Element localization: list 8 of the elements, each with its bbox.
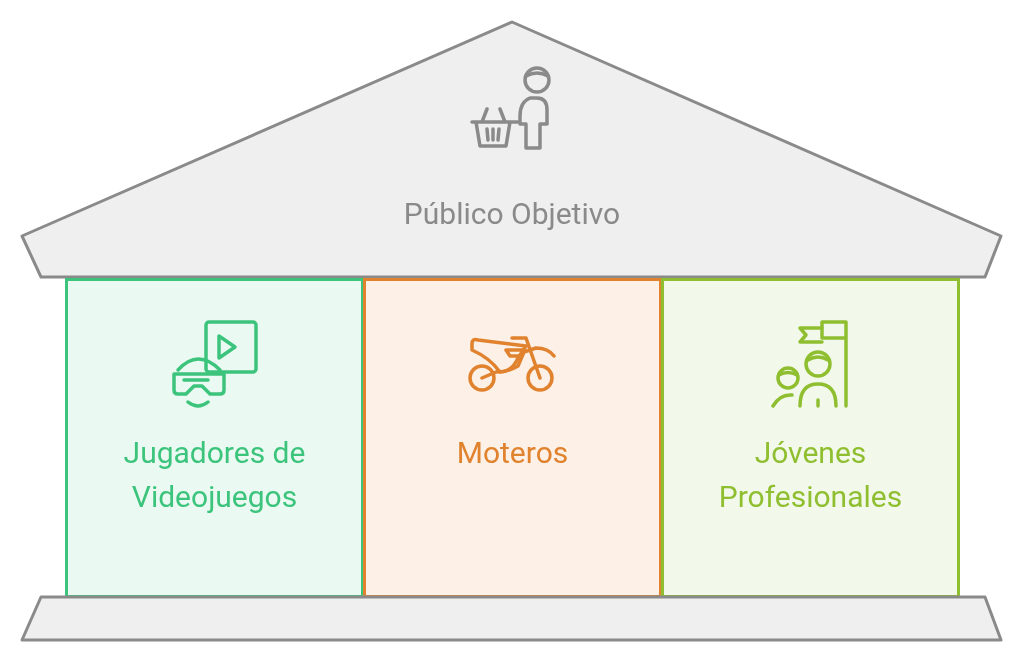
column-box bbox=[363, 278, 662, 598]
column-label: Jóvenes Profesionales bbox=[717, 434, 904, 516]
column-box bbox=[661, 278, 960, 598]
roof-title: Público Objetivo bbox=[402, 195, 622, 233]
base-platform bbox=[20, 595, 1004, 643]
column-label: Jugadores de Videojuegos bbox=[122, 434, 307, 516]
column-label: Moteros bbox=[455, 434, 570, 472]
column-box bbox=[65, 278, 364, 598]
